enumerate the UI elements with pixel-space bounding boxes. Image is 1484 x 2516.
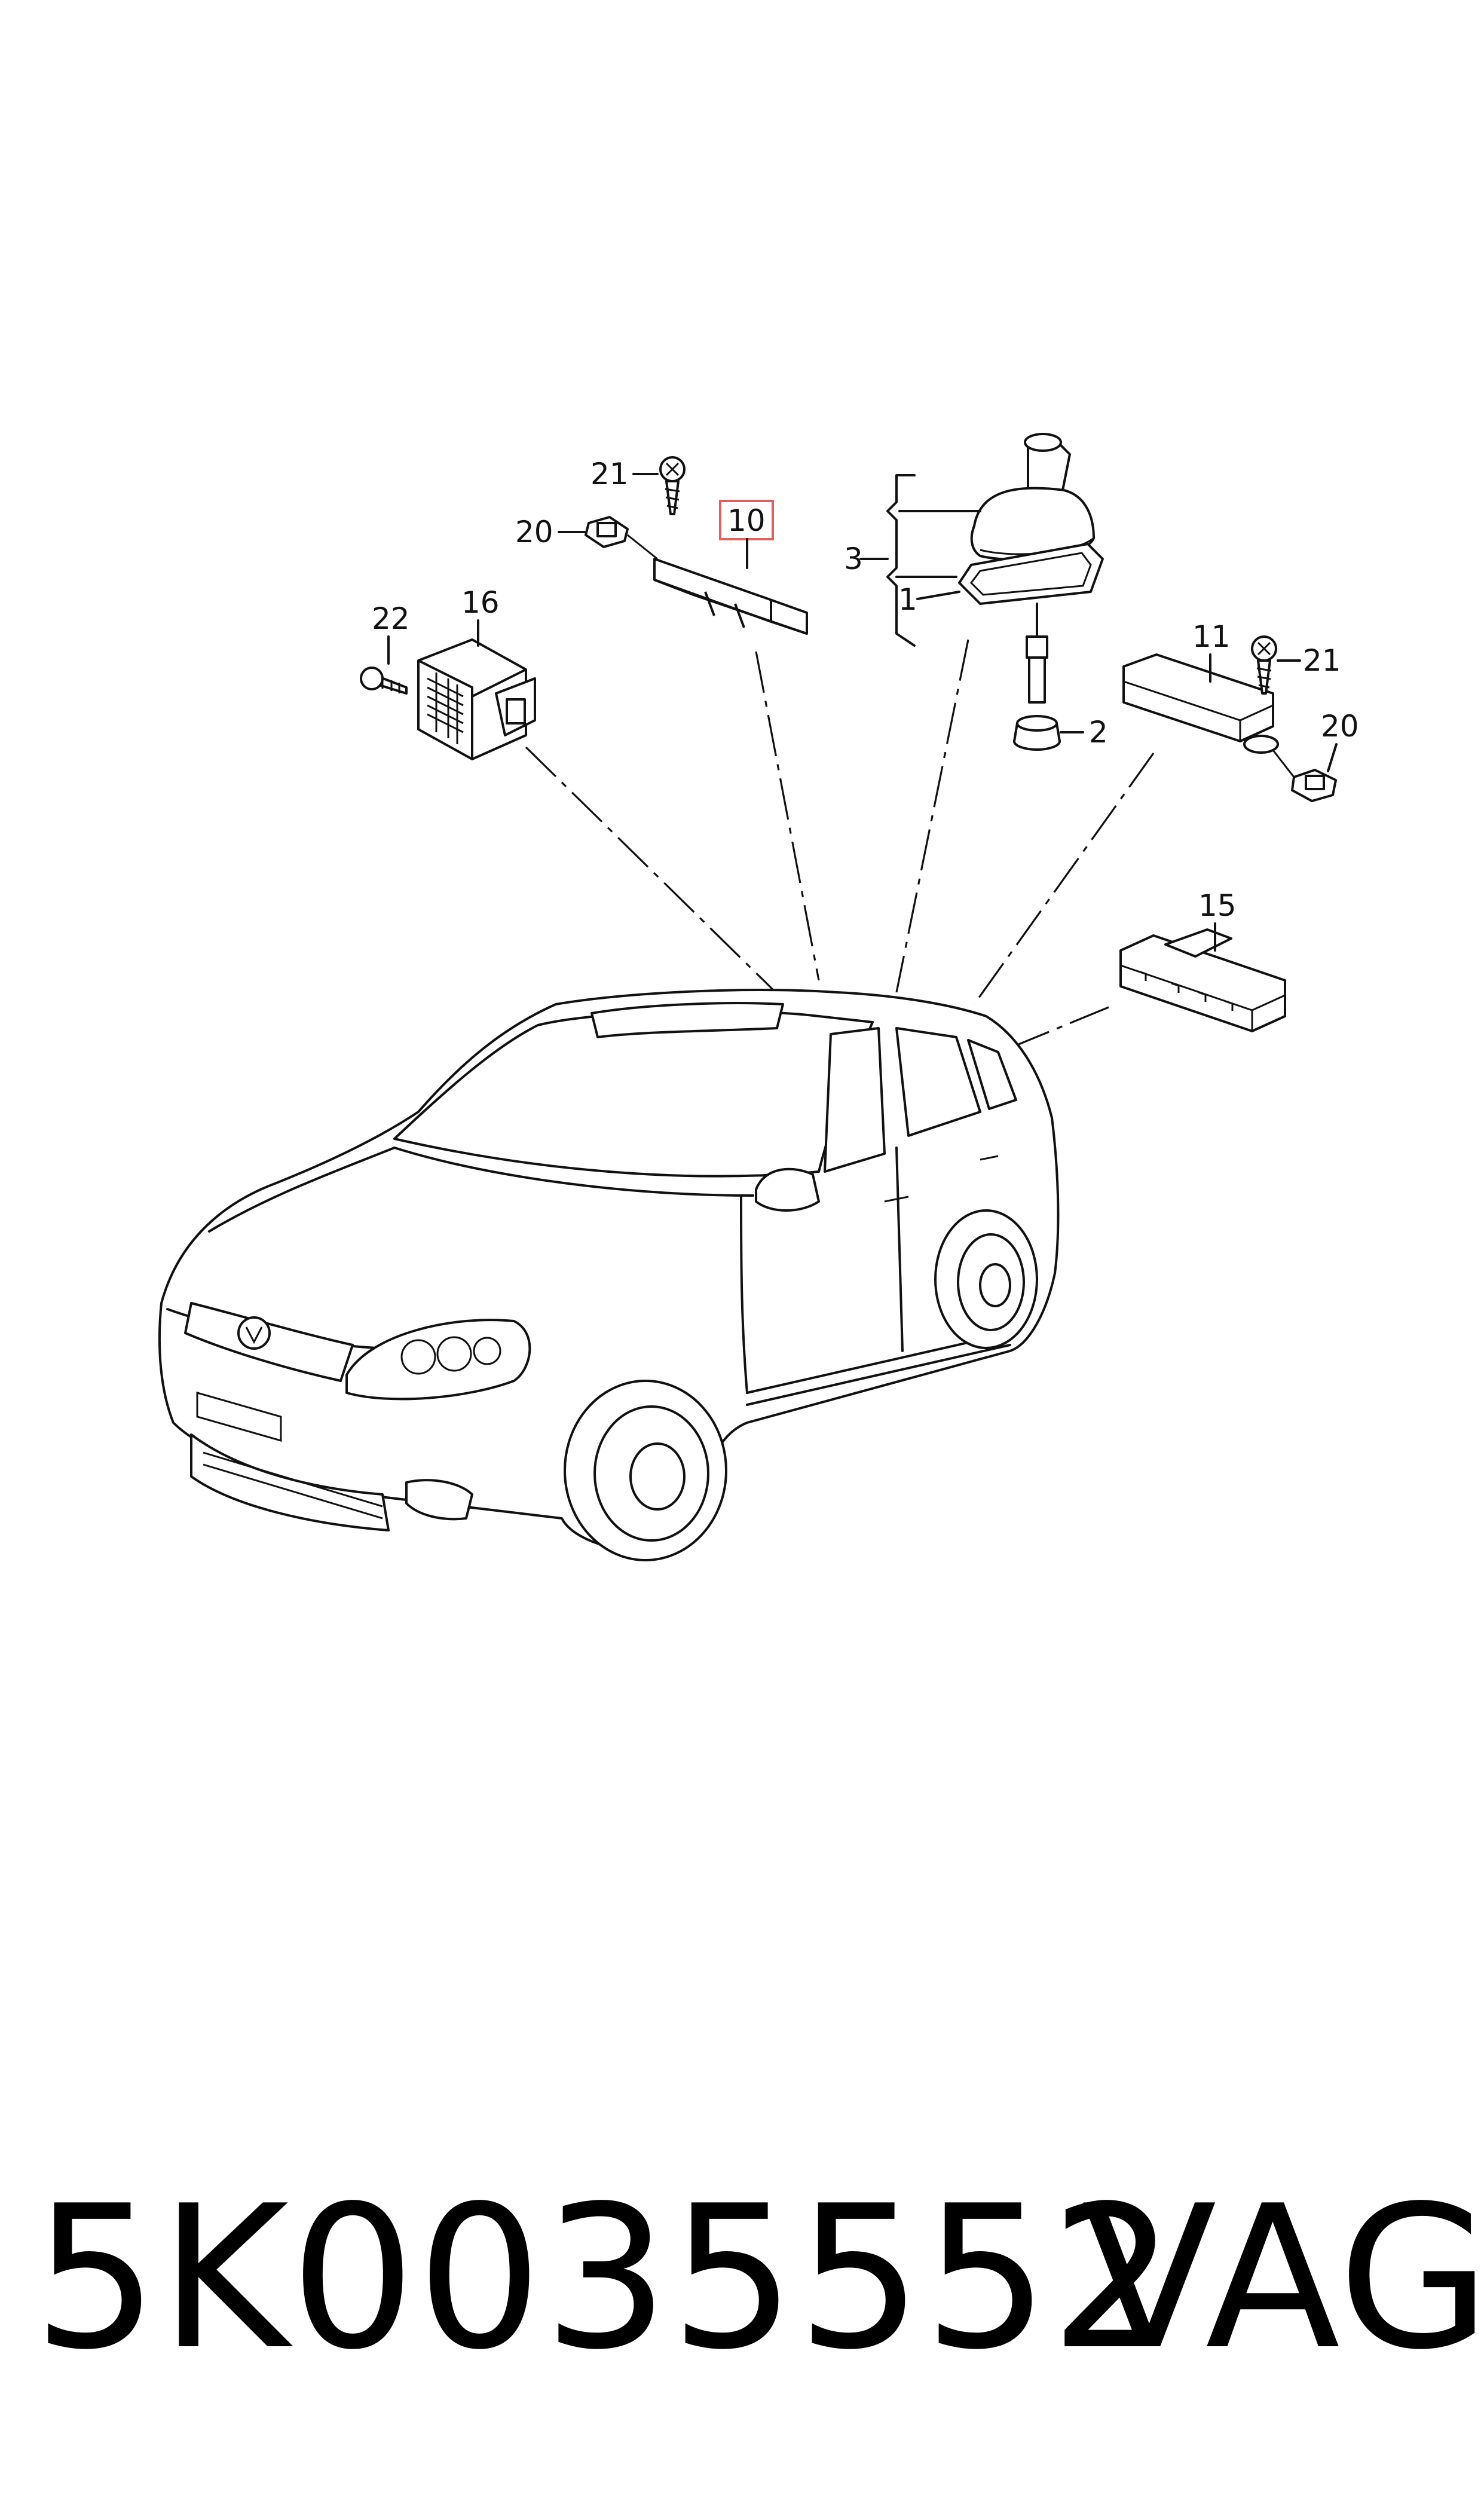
part-16-module — [417, 638, 536, 760]
leader-11 — [973, 753, 1155, 1005]
callout-11: 11 — [1192, 619, 1231, 654]
callout-1: 1 — [898, 582, 917, 617]
leader-10 — [755, 651, 820, 981]
callout-21-right: 21 — [1303, 643, 1341, 678]
leader-lines — [525, 639, 1155, 1059]
part-22-bolt — [360, 667, 408, 695]
part-11-module — [1122, 653, 1279, 754]
callout-10: 10 — [727, 503, 766, 538]
part-3-antenna — [970, 433, 1095, 561]
antenna-cable — [1026, 603, 1048, 704]
callout-3: 3 — [844, 542, 863, 576]
part-20-clip-right — [1272, 750, 1337, 802]
callout-2: 2 — [1089, 715, 1108, 750]
callout-20-right: 20 — [1321, 709, 1359, 744]
part-10-module — [653, 558, 808, 635]
callout-labels: 21 20 10 22 16 3 1 2 11 21 20 15 — [372, 457, 1359, 952]
part-number: 5K0035552 — [33, 2163, 1177, 2393]
callout-16: 16 — [461, 585, 500, 620]
part-21-screw-left — [659, 456, 686, 515]
leader-16 — [525, 746, 844, 1059]
part-20-clip-left — [585, 516, 658, 560]
callout-22: 22 — [372, 601, 410, 636]
brand-label: VAG — [1082, 2163, 1484, 2393]
part-15-module — [1119, 928, 1286, 1032]
callout-20-left: 20 — [515, 515, 553, 549]
car-illustration — [158, 989, 1060, 1561]
leader-antenna — [895, 639, 969, 993]
leader-15 — [1006, 1006, 1109, 1050]
callout-21-left: 21 — [590, 457, 629, 491]
part-1-gasket — [958, 543, 1104, 605]
bracket-3 — [859, 474, 981, 647]
part-21-screw-right — [1251, 635, 1277, 695]
part-2-nut — [1013, 715, 1061, 751]
callout-15: 15 — [1198, 888, 1237, 923]
